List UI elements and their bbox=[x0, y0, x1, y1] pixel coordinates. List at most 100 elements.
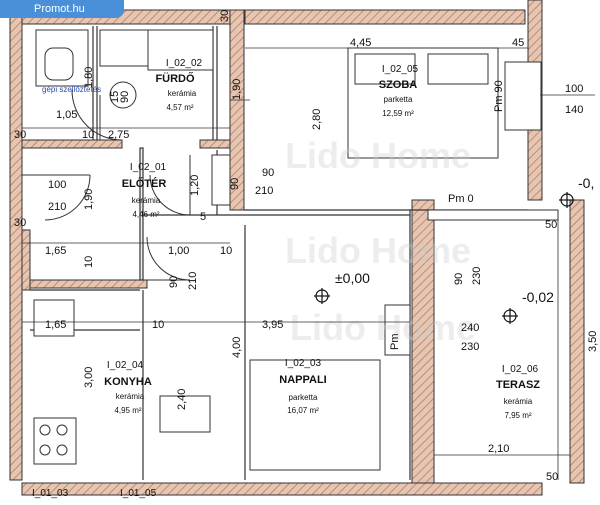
svg-text:100: 100 bbox=[48, 179, 66, 191]
svg-text:16,07 m²: 16,07 m² bbox=[287, 406, 319, 415]
svg-text:50: 50 bbox=[545, 219, 557, 231]
svg-text:140: 140 bbox=[565, 104, 583, 116]
svg-text:I_02_03: I_02_03 bbox=[285, 358, 322, 369]
svg-text:3,50: 3,50 bbox=[587, 331, 599, 352]
room-eloter: I_02_01 ELŐTÉR kerámia 4,46 m² bbox=[122, 162, 167, 219]
washer-icon bbox=[109, 81, 137, 109]
svg-text:2,75: 2,75 bbox=[108, 129, 129, 141]
svg-text:2,80: 2,80 bbox=[311, 109, 323, 130]
svg-text:7,95 m²: 7,95 m² bbox=[504, 411, 531, 420]
room-nappali: I_02_03 NAPPALI parketta 16,07 m² bbox=[279, 358, 326, 415]
svg-text:ELŐTÉR: ELŐTÉR bbox=[122, 177, 167, 190]
svg-text:kerámia: kerámia bbox=[504, 397, 533, 406]
toilet-icon bbox=[44, 47, 74, 81]
svg-text:210: 210 bbox=[255, 185, 273, 197]
svg-text:10: 10 bbox=[82, 129, 94, 141]
svg-text:15: 15 bbox=[109, 91, 121, 103]
svg-text:100: 100 bbox=[565, 83, 583, 95]
svg-text:4,46 m²: 4,46 m² bbox=[132, 210, 159, 219]
level-label: ±0,00 bbox=[335, 270, 370, 286]
level-markers bbox=[314, 192, 575, 324]
shower-icon bbox=[147, 29, 214, 71]
level-label: -0, bbox=[578, 175, 594, 191]
svg-text:kerámia: kerámia bbox=[132, 196, 161, 205]
svg-text:10: 10 bbox=[220, 245, 232, 257]
kitchen-sink-icon bbox=[33, 299, 75, 337]
svg-text:SZOBA: SZOBA bbox=[379, 79, 418, 91]
svg-text:30: 30 bbox=[14, 217, 26, 229]
svg-text:parketta: parketta bbox=[384, 95, 413, 104]
svg-text:parketta: parketta bbox=[289, 393, 318, 402]
svg-text:240: 240 bbox=[461, 322, 479, 334]
svg-text:90: 90 bbox=[262, 167, 274, 179]
level-label: Pm 0 bbox=[448, 193, 474, 205]
svg-text:1,00: 1,00 bbox=[168, 245, 189, 257]
svg-text:3,00: 3,00 bbox=[83, 367, 95, 388]
svg-text:I_02_06: I_02_06 bbox=[502, 364, 539, 375]
stove-icon bbox=[33, 417, 77, 465]
neighbor-label: I_01_05 bbox=[120, 488, 157, 499]
svg-text:I_02_01: I_02_01 bbox=[130, 162, 167, 173]
svg-text:90: 90 bbox=[229, 178, 241, 190]
svg-text:KONYHA: KONYHA bbox=[104, 376, 152, 388]
svg-text:2,40: 2,40 bbox=[176, 389, 188, 410]
svg-text:1,65: 1,65 bbox=[45, 245, 66, 257]
svg-text:4,57 m²: 4,57 m² bbox=[166, 103, 193, 112]
room-konyha: I_02_04 KONYHA kerámia 4,95 m² bbox=[104, 360, 152, 415]
ventilation-note: gépi szellőztetés bbox=[42, 85, 101, 94]
svg-text:3,95: 3,95 bbox=[262, 319, 283, 331]
dimension-labels: 30 4,45 45 100 140 1,80 1,90 2,80 1,05 1… bbox=[14, 10, 599, 483]
sofa-icon bbox=[249, 359, 381, 471]
watermark-text: Lido Home bbox=[285, 135, 471, 176]
svg-text:kerámia: kerámia bbox=[168, 89, 197, 98]
sink-icon bbox=[99, 29, 151, 67]
svg-text:30: 30 bbox=[219, 10, 231, 22]
svg-text:30: 30 bbox=[14, 129, 26, 141]
svg-text:kerámia: kerámia bbox=[116, 392, 145, 401]
level-label: -0,02 bbox=[522, 289, 554, 305]
svg-text:1,05: 1,05 bbox=[56, 109, 77, 121]
svg-text:50: 50 bbox=[546, 471, 558, 483]
svg-text:1,80: 1,80 bbox=[83, 67, 95, 88]
dimension-lines bbox=[22, 47, 595, 480]
room-terasz: I_02_06 TERASZ kerámia 7,95 m² bbox=[496, 364, 540, 420]
svg-text:90: 90 bbox=[119, 91, 131, 103]
watermark-text-3: Lido Home bbox=[290, 307, 476, 348]
walls bbox=[9, 0, 585, 496]
svg-text:1,90: 1,90 bbox=[231, 79, 243, 100]
svg-text:210: 210 bbox=[48, 201, 66, 213]
svg-text:NAPPALI: NAPPALI bbox=[279, 374, 326, 386]
svg-text:210: 210 bbox=[187, 272, 199, 290]
neighbor-label: I_01_03 bbox=[32, 488, 69, 499]
svg-text:1,20: 1,20 bbox=[189, 175, 201, 196]
svg-text:1,65: 1,65 bbox=[45, 319, 66, 331]
window-label: Pm bbox=[389, 334, 401, 351]
svg-text:90: 90 bbox=[168, 276, 180, 288]
svg-text:4,00: 4,00 bbox=[231, 337, 243, 358]
room-furdo: I_02_02 FÜRDŐ kerámia 4,57 m² bbox=[155, 58, 202, 112]
svg-text:2,10: 2,10 bbox=[488, 443, 509, 455]
svg-text:10: 10 bbox=[152, 319, 164, 331]
svg-text:I_02_02: I_02_02 bbox=[166, 58, 203, 69]
svg-text:4,45: 4,45 bbox=[350, 37, 371, 49]
site-logo[interactable]: Promot.hu bbox=[0, 0, 124, 18]
svg-text:FÜRDŐ: FÜRDŐ bbox=[155, 72, 195, 85]
window-label: Pm 90 bbox=[493, 80, 505, 112]
watermark-text-2: Lido Home bbox=[285, 230, 471, 271]
svg-text:4,95 m²: 4,95 m² bbox=[114, 406, 141, 415]
svg-text:12,59 m²: 12,59 m² bbox=[382, 109, 414, 118]
svg-text:45: 45 bbox=[512, 37, 524, 49]
svg-text:1,90: 1,90 bbox=[83, 189, 95, 210]
svg-text:I_02_04: I_02_04 bbox=[107, 360, 144, 371]
svg-text:5: 5 bbox=[200, 211, 206, 223]
table-icon bbox=[159, 395, 211, 433]
fixtures bbox=[33, 29, 499, 471]
svg-text:I_02_05: I_02_05 bbox=[382, 64, 419, 75]
room-szoba: I_02_05 SZOBA parketta 12,59 m² bbox=[379, 64, 419, 118]
svg-text:230: 230 bbox=[471, 267, 483, 285]
svg-text:90: 90 bbox=[453, 273, 465, 285]
doors bbox=[22, 89, 559, 356]
svg-text:10: 10 bbox=[83, 256, 95, 268]
